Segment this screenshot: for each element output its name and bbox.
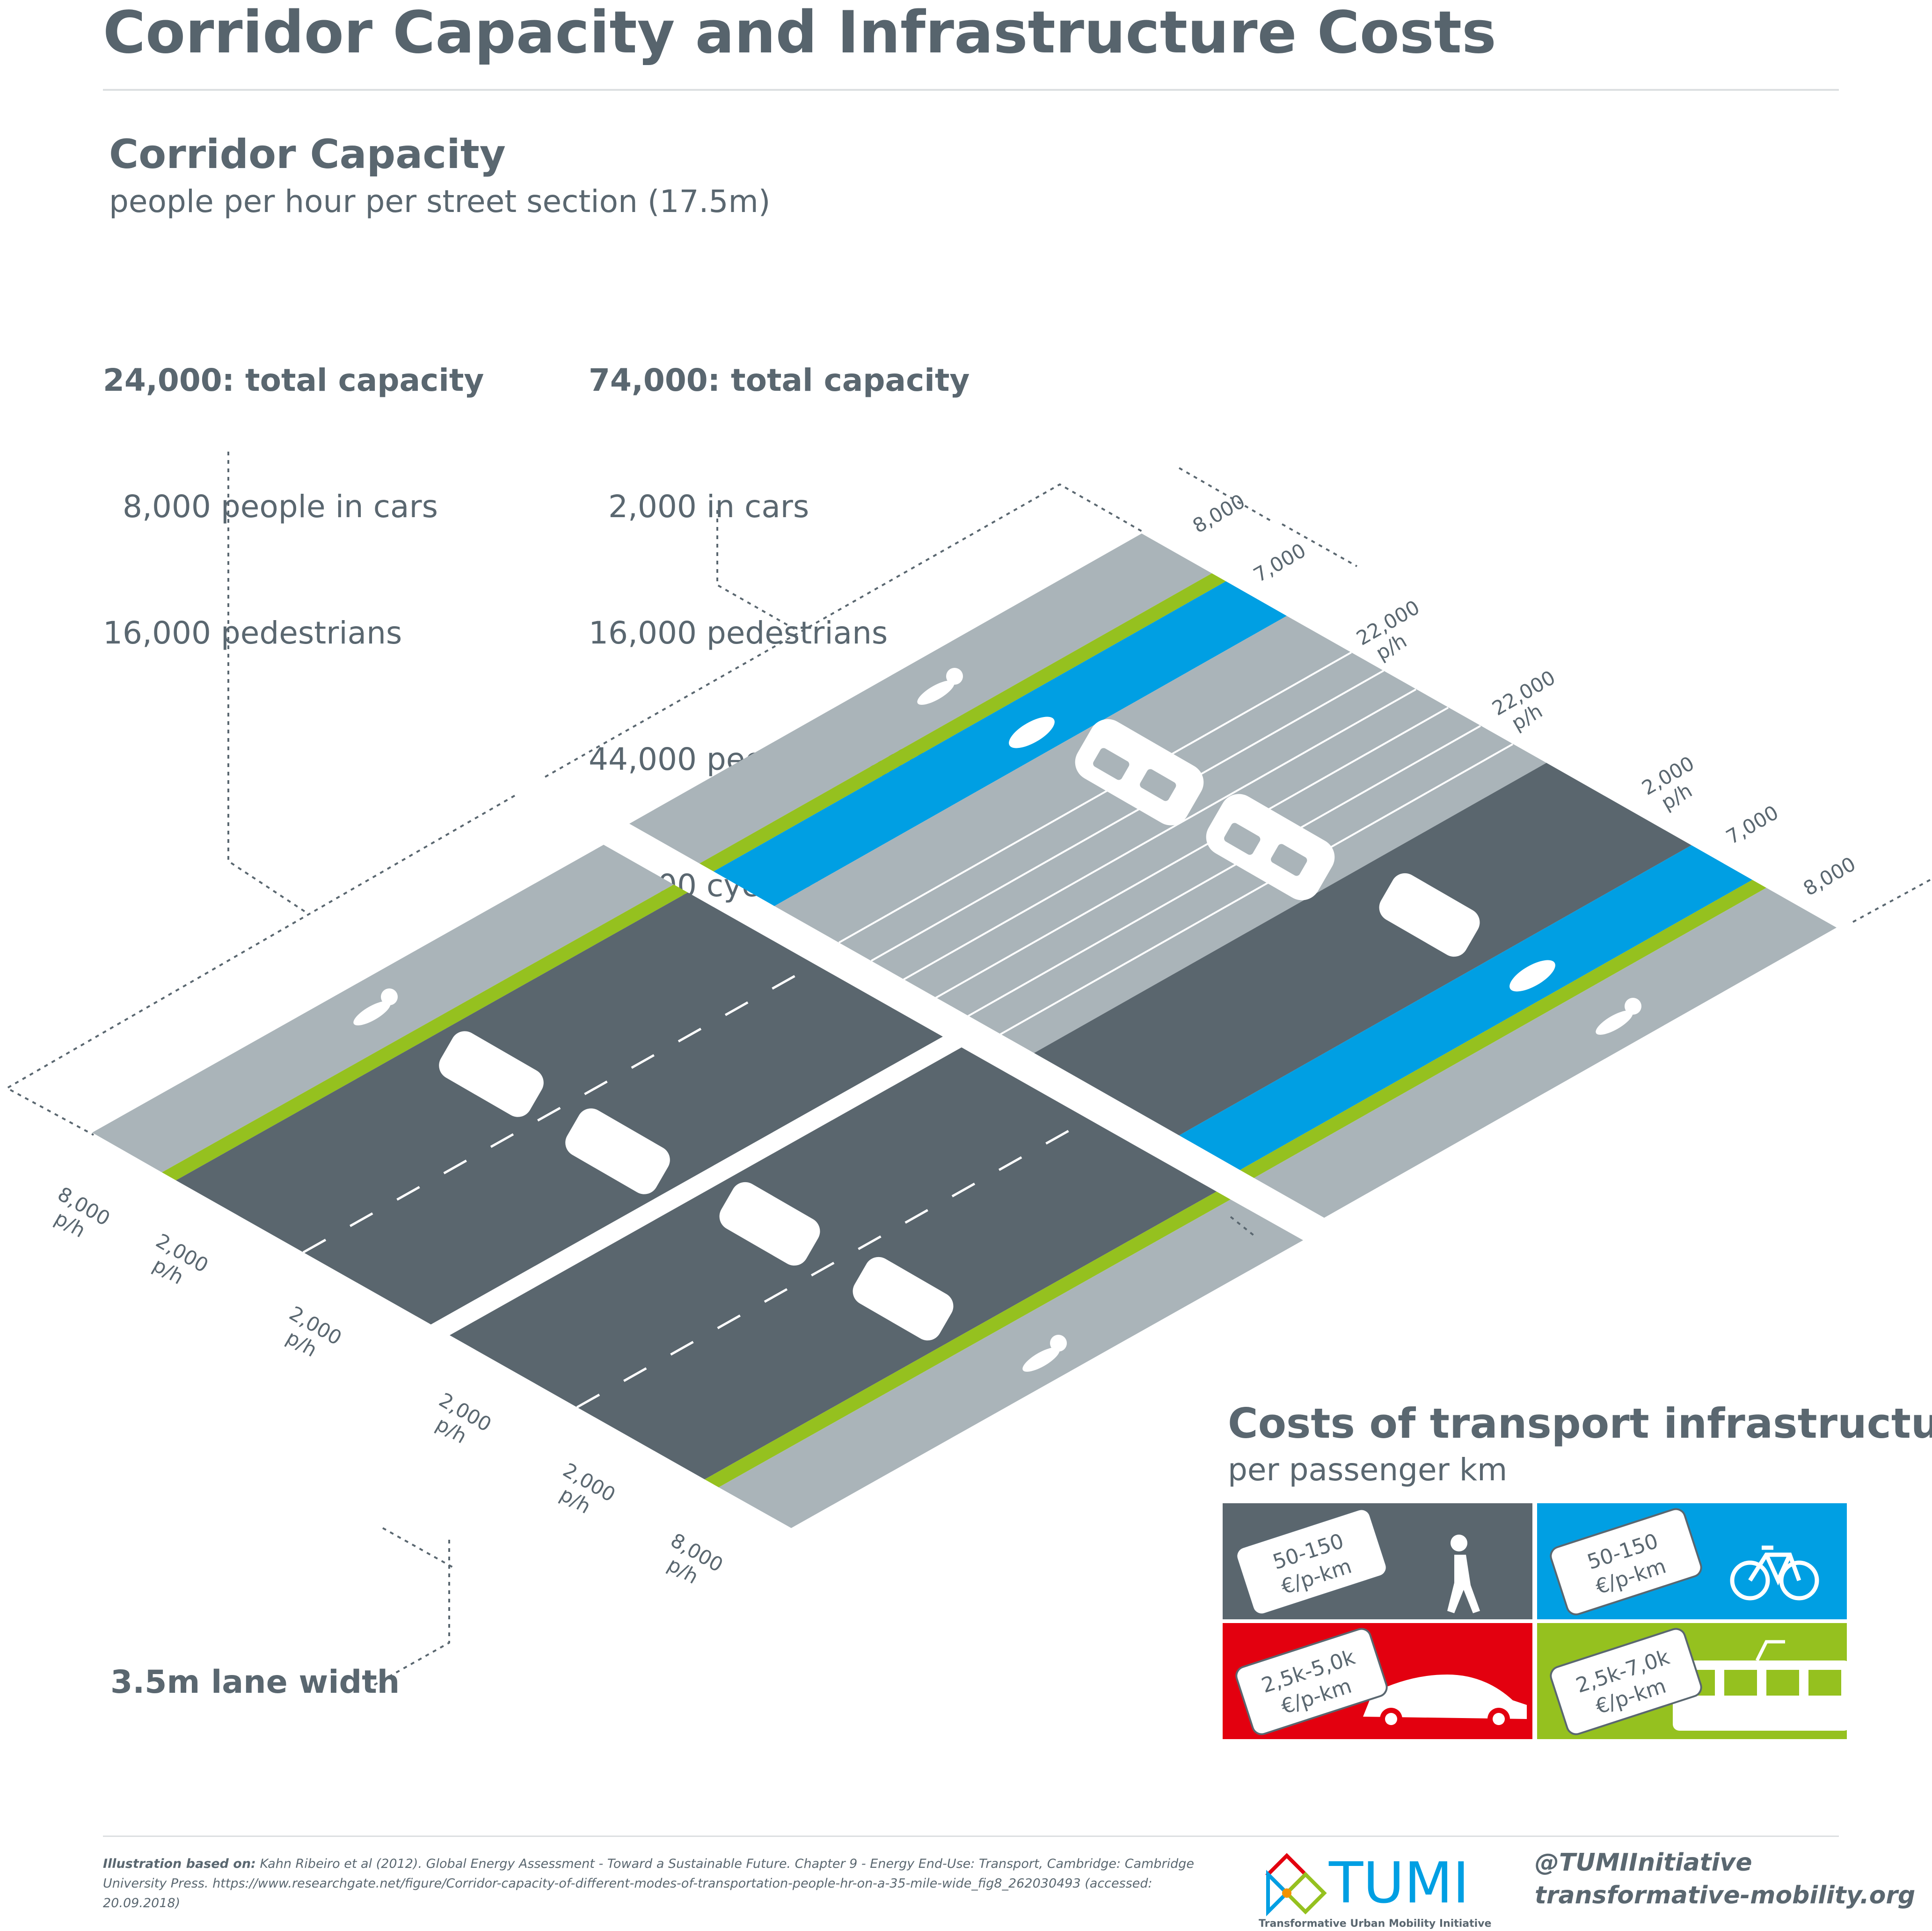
- tram-icon: [1075, 719, 1335, 900]
- right-green-strip-bottom: [1240, 880, 1766, 1178]
- right-street: [629, 534, 1837, 1218]
- pedestrian-icon: [1447, 1535, 1480, 1613]
- car-icon: [439, 1031, 954, 1341]
- lane-label: 22,000p/h: [1353, 596, 1435, 669]
- car-icon: [1379, 873, 1480, 957]
- right-total: 74,000: total capacity: [589, 362, 970, 398]
- left-line: 8,000 people in cars: [103, 489, 438, 525]
- lane-width-label: 3.5m lane width: [110, 1664, 400, 1701]
- lane-label: 2,000p/h: [548, 1458, 620, 1526]
- website-link[interactable]: transformative-mobility.org: [1535, 1881, 1916, 1909]
- cost-cell-graphic: 2,5k-5,0k€/p-km: [1235, 1628, 1527, 1735]
- right-line: 16,000 pedestrians: [589, 615, 888, 651]
- price-tag: 2,5k-5,0k€/p-km: [1235, 1628, 1388, 1735]
- price-tag: 2,5k-7,0k€/p-km: [1550, 1628, 1702, 1735]
- car-icon: [1363, 1675, 1527, 1730]
- tram-window: [1093, 748, 1307, 876]
- source-citation: Illustration based on: Kahn Ribeiro et a…: [103, 1854, 1226, 1913]
- lane-label: 7,000: [1722, 801, 1783, 849]
- tumi-tagline: Transformative Urban Mobility Initiative: [1259, 1918, 1491, 1930]
- lane-label: 8,000p/h: [43, 1182, 114, 1250]
- lane-label: 2,000p/h: [424, 1388, 496, 1456]
- cost-cell-graphic: 50-150€/p-km: [1235, 1508, 1480, 1616]
- costs-subheading: per passenger km: [1228, 1452, 1508, 1488]
- lane-label: 7,000: [1250, 539, 1310, 587]
- cost-cell-walking: 50-150€/p-km: [1223, 1503, 1532, 1619]
- left-total: 24,000: total capacity: [103, 362, 484, 398]
- right-sidewalk-bottom: [1254, 888, 1837, 1218]
- page-title: Corridor Capacity and Infrastructure Cos…: [103, 0, 1496, 66]
- source-text: Kahn Ribeiro et al (2012). Global Energy…: [103, 1857, 1195, 1910]
- right-line: 2,000 in cars: [589, 489, 809, 525]
- left-sidewalk-bottom: [719, 1200, 1303, 1528]
- lane-label: 8,000p/h: [656, 1529, 727, 1596]
- lane-label: 22,000p/h: [1488, 666, 1571, 739]
- footer-divider: [103, 1836, 1839, 1837]
- right-road: [1034, 763, 1691, 1135]
- source-label: Illustration based on:: [103, 1857, 256, 1871]
- tumi-logo: TUMI Transformative Urban Mobility Initi…: [1259, 1851, 1491, 1930]
- left-street: [92, 845, 1303, 1528]
- dimension-lines: [5, 452, 1931, 1686]
- twitter-handle[interactable]: @TUMIInitiative: [1535, 1849, 1752, 1877]
- lane-label: 8,000: [1189, 490, 1249, 538]
- cyclist-icon: [1009, 717, 1555, 992]
- left-green-strip-bottom: [705, 1192, 1231, 1487]
- left-line: 16,000 pedestrians: [103, 615, 402, 651]
- tumi-wordmark: TUMI: [1328, 1851, 1469, 1916]
- price-tag: 50-150€/p-km: [1550, 1508, 1702, 1616]
- costs-heading: Costs of transport infrastructure: [1228, 1399, 1932, 1448]
- title-divider: [103, 89, 1839, 91]
- cost-cell-light-rail: 2,5k-7,0k€/p-km: [1537, 1623, 1847, 1739]
- left-green-strip-top: [162, 885, 688, 1180]
- rail-tracks: [838, 651, 1513, 1035]
- costs-grid: 50-150€/p-km 50-150€/p-km 2,5k-5,0k€/p-k…: [1223, 1503, 1847, 1739]
- lane-label: 8,000: [1800, 852, 1860, 900]
- corridor-subheading: people per hour per street section (17.5…: [109, 183, 771, 219]
- left-lane-divider: [576, 1118, 1090, 1409]
- left-median: [431, 1037, 962, 1335]
- left-lane-divider: [302, 963, 816, 1254]
- corridor-heading: Corridor Capacity: [109, 131, 506, 178]
- right-bike-lane-bottom: [1179, 845, 1752, 1170]
- pedestrian-icon: [353, 988, 1067, 1372]
- tumi-network-icon: [1265, 1853, 1327, 1916]
- bicycle-icon: [1730, 1545, 1819, 1601]
- left-scenario-stats: 24,000: total capacity 8,000 people in c…: [103, 275, 484, 696]
- right-green-strip-top: [700, 573, 1226, 871]
- lane-label: 2,000p/h: [1638, 752, 1710, 819]
- cost-cell-car: 2,5k-5,0k€/p-km: [1223, 1623, 1532, 1739]
- cost-cell-graphic: 50-150€/p-km: [1550, 1508, 1819, 1616]
- pedestrian-icon: [917, 668, 1641, 1035]
- right-bike-lane-top: [714, 581, 1287, 906]
- lane-label: 2,000p/h: [274, 1302, 346, 1369]
- lane-label: 2,000p/h: [141, 1229, 212, 1296]
- cost-cell-cycling: 50-150€/p-km: [1537, 1503, 1847, 1619]
- price-tag: 50-150€/p-km: [1235, 1508, 1388, 1616]
- cost-cell-graphic: 2,5k-7,0k€/p-km: [1550, 1628, 1847, 1735]
